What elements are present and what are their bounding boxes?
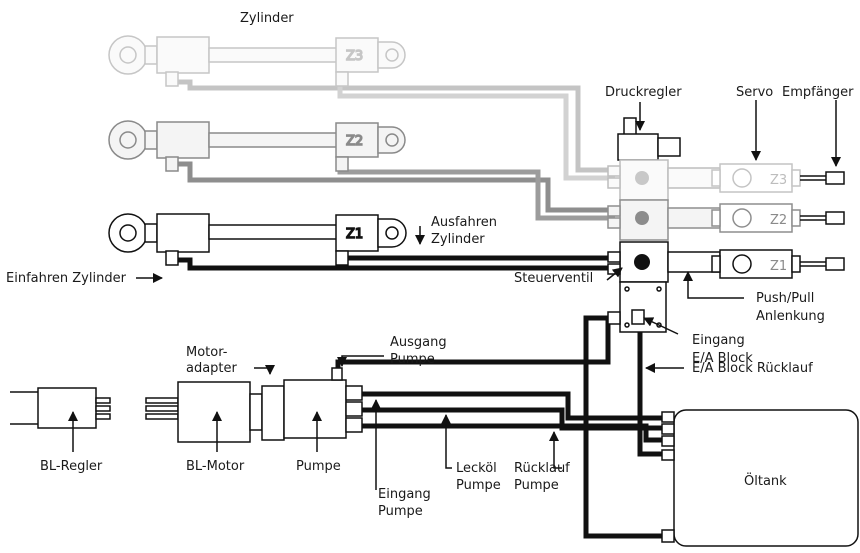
label-motoradapter-1: Motor- <box>186 345 228 360</box>
cylinder-z1: Z1 <box>108 213 407 266</box>
valve-block-z1 <box>607 241 721 283</box>
valve-block-z3 <box>607 159 721 201</box>
label-einfahren: Einfahren Zylinder <box>6 271 127 286</box>
callout-arrows <box>68 100 841 490</box>
label-leckoel-2: Pumpe <box>456 478 501 493</box>
label-ausfahren-1: Ausfahren <box>431 215 497 230</box>
z1-label: Z1 <box>346 227 363 242</box>
bl-regler-unit <box>10 387 111 429</box>
label-steuerventil: Steuerventil <box>514 271 593 286</box>
bl-motor-unit <box>145 381 285 443</box>
label-leckoel-1: Lecköl <box>456 461 497 476</box>
servo-z3-label: Z3 <box>770 173 787 188</box>
label-ausgang-1: Ausgang <box>390 335 447 350</box>
label-pushpull-2: Anlenkung <box>756 309 825 324</box>
servo-z2-label: Z2 <box>770 213 787 228</box>
valve-block-z2 <box>607 199 721 241</box>
servo-z3: Z3 <box>711 163 801 193</box>
label-empfaenger: Empfänger <box>782 85 854 100</box>
z2-label: Z2 <box>346 134 363 149</box>
label-motoradapter-2: adapter <box>186 361 238 376</box>
pump-unit <box>283 367 363 439</box>
label-eingang-p-1: Eingang <box>378 487 431 502</box>
servo-z1-label: Z1 <box>770 259 787 274</box>
label-servo: Servo <box>736 85 773 100</box>
label-pushpull-1: Push/Pull <box>756 291 814 306</box>
label-druckregler: Druckregler <box>605 85 682 100</box>
hose-z1 <box>178 255 612 271</box>
label-ruecklauf-2: Pumpe <box>514 478 559 493</box>
z3-label: Z3 <box>346 49 363 64</box>
label-ea-ruecklauf: E/A Block Rücklauf <box>692 361 813 376</box>
label-eingang-ea-2: E/A Block <box>692 351 753 366</box>
label-zylinder: Zylinder <box>240 11 294 26</box>
label-ausfahren-2: Zylinder <box>431 232 485 247</box>
servo-z1: Z1 <box>711 249 801 279</box>
label-ruecklauf-1: Rücklauf <box>514 461 570 476</box>
label-bl-regler: BL-Regler <box>40 459 103 474</box>
label-ausgang-2: Pumpe <box>390 352 435 367</box>
label-pumpe: Pumpe <box>296 459 341 474</box>
label-eingang-p-2: Pumpe <box>378 504 423 519</box>
cylinder-z3: Z3 <box>108 35 406 87</box>
servo-z2: Z2 <box>711 203 801 233</box>
oil-tank <box>661 409 859 547</box>
label-eingang-ea-1: Eingang <box>692 333 745 348</box>
label-bl-motor: BL-Motor <box>186 459 245 474</box>
hose-z3 <box>178 79 615 181</box>
receiver-leads <box>800 171 845 271</box>
label-oeltank: Öltank <box>744 472 787 489</box>
cylinder-z2: Z2 <box>108 120 406 172</box>
hose-z2 <box>178 161 615 221</box>
pressure-regulator <box>617 117 681 161</box>
